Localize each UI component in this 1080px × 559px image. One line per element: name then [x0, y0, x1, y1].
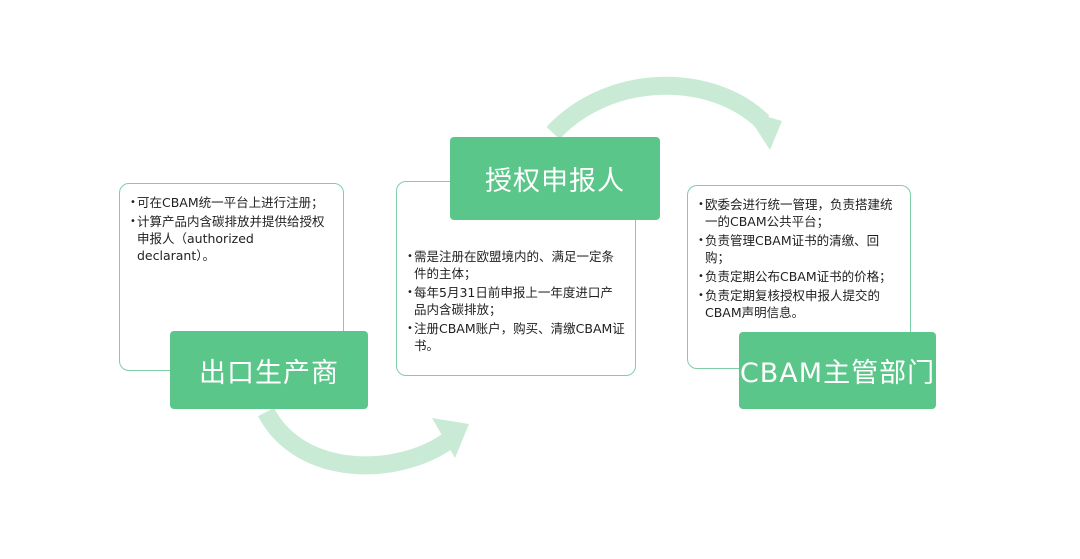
exporter-title: 出口生产商	[170, 331, 368, 409]
list-item: 每年5月31日前申报上一年度进口产品内含碳排放；	[407, 284, 625, 318]
list-item: 可在CBAM统一平台上进行注册；	[130, 194, 333, 211]
list-item: 注册CBAM账户，购买、清缴CBAM证书。	[407, 320, 625, 354]
declarant-title: 授权申报人	[450, 137, 660, 220]
curved-arrow-icon	[258, 407, 469, 475]
authority-duty-list: 欧委会进行统一管理，负责搭建统一的CBAM公共平台； 负责管理CBAM证书的清缴…	[698, 196, 900, 321]
curved-arrow-icon	[546, 76, 782, 150]
list-item: 负责定期公布CBAM证书的价格；	[698, 268, 900, 285]
authority-title: CBAM主管部门	[739, 332, 936, 409]
exporter-duty-list: 可在CBAM统一平台上进行注册； 计算产品内含碳排放并提供给授权申报人（auth…	[130, 194, 333, 264]
list-item: 欧委会进行统一管理，负责搭建统一的CBAM公共平台；	[698, 196, 900, 230]
list-item: 负责定期复核授权申报人提交的CBAM声明信息。	[698, 287, 900, 321]
list-item: 需是注册在欧盟境内的、满足一定条件的主体；	[407, 248, 625, 282]
declarant-duty-list: 需是注册在欧盟境内的、满足一定条件的主体； 每年5月31日前申报上一年度进口产品…	[407, 248, 625, 354]
list-item: 计算产品内含碳排放并提供给授权申报人（authorized declarant）…	[130, 213, 333, 264]
list-item: 负责管理CBAM证书的清缴、回购；	[698, 232, 900, 266]
